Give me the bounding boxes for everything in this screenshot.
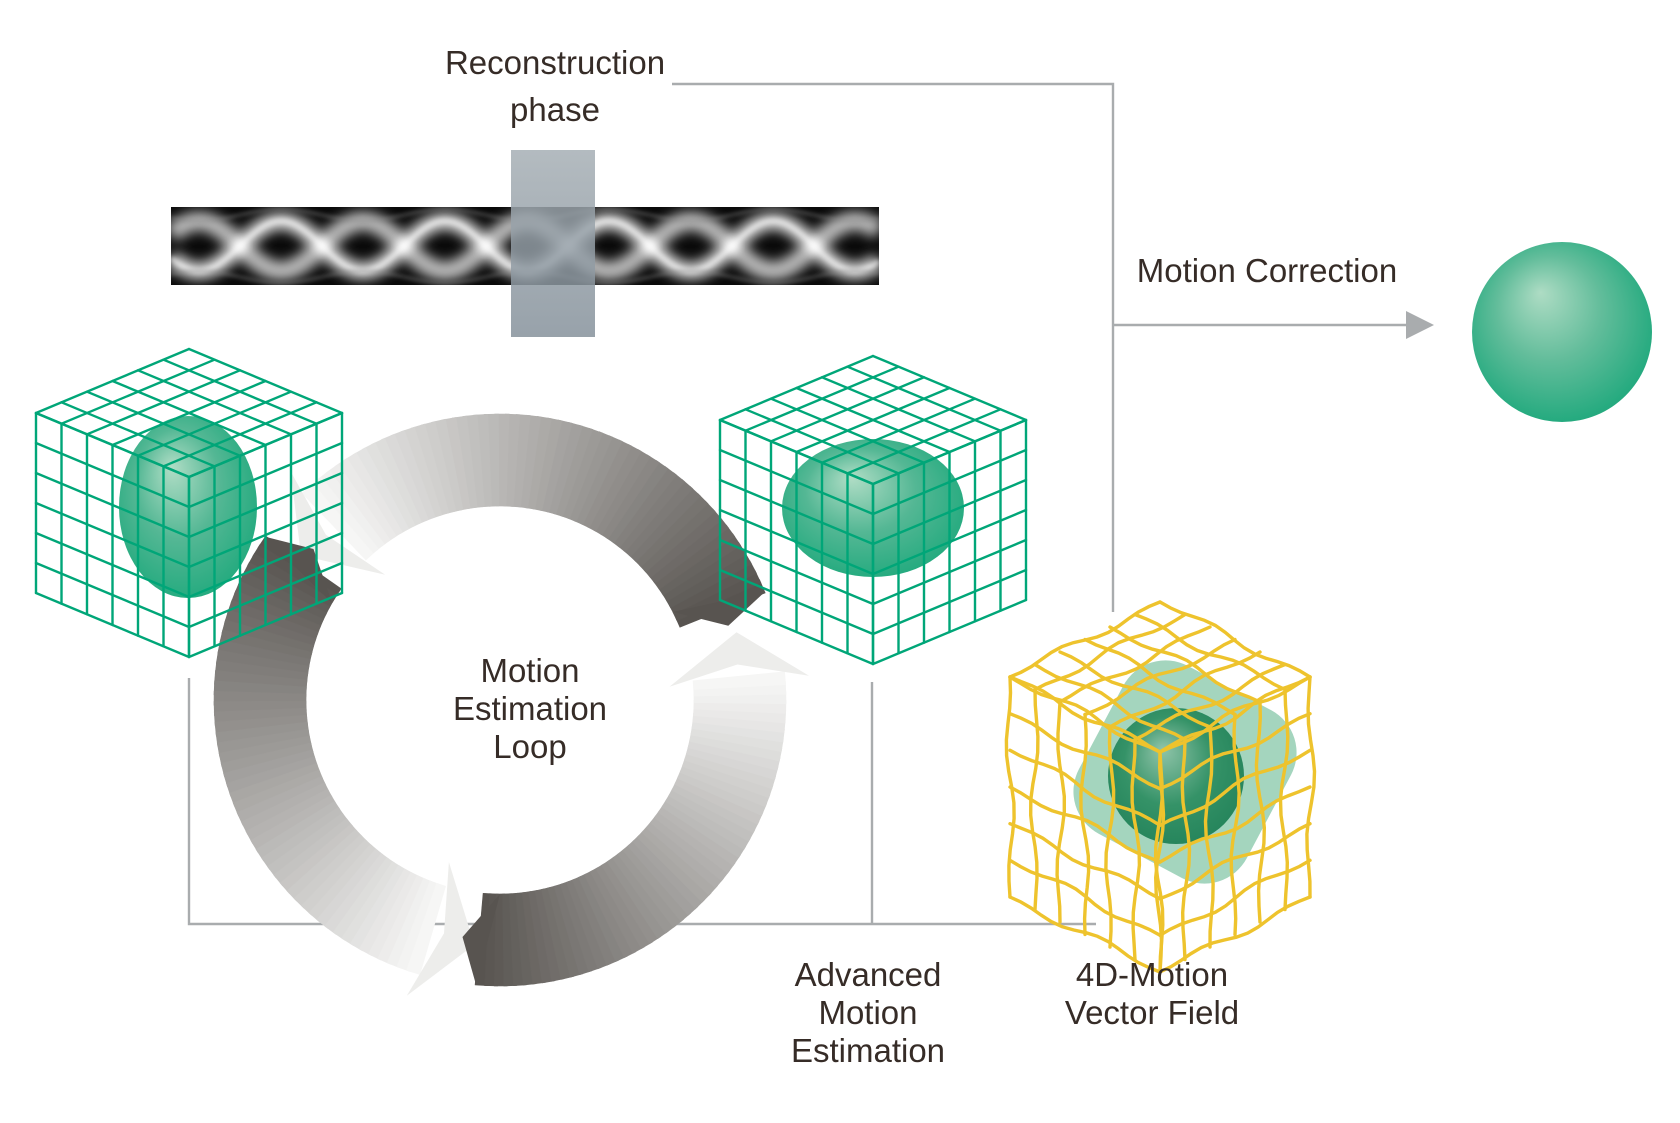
vector-field-label: 4D-Motion Vector Field (1065, 956, 1239, 1032)
motion-correction-arrow (1113, 311, 1434, 339)
reconstruction-phase-label: Reconstruction phase (445, 39, 665, 133)
advanced-line3: Estimation (790, 1032, 946, 1069)
reconstruction-phase-line1: Reconstruction (444, 44, 666, 81)
advanced-line2: Motion (818, 994, 918, 1031)
loop-label-line2: Estimation (452, 690, 608, 727)
reconstruction-phase-bar (511, 150, 595, 337)
loop-arrowhead-icon (669, 632, 809, 687)
vector-field-cube (1004, 600, 1317, 974)
vector-field-line1: 4D-Motion (1075, 956, 1229, 993)
motion-estimation-loop-label: Motion Estimation Loop (453, 652, 607, 766)
motion-corrected-sphere (1472, 242, 1652, 422)
advanced-motion-estimation-label: Advanced Motion Estimation (791, 956, 945, 1070)
connector-lines (187, 82, 1115, 926)
advanced-line1: Advanced (794, 956, 942, 993)
loop-arrowhead-icon (290, 471, 386, 575)
loop-arc-top (290, 413, 766, 628)
reconstruction-phase-line2: phase (510, 91, 600, 128)
vector-field-sphere (1108, 708, 1244, 844)
motion-correction-text: Motion Correction (1136, 252, 1398, 289)
loop-label-line1: Motion (480, 652, 580, 689)
arrow-right-icon (1406, 311, 1434, 339)
motion-correction-label: Motion Correction (1137, 252, 1397, 290)
loop-arc-bottom-right (462, 632, 809, 987)
green-cube-phase1 (34, 347, 344, 659)
green-cube-phase2 (718, 354, 1028, 666)
vector-field-line2: Vector Field (1064, 994, 1240, 1031)
loop-arc-left (213, 535, 475, 996)
loop-arrowhead-icon (406, 862, 475, 996)
loop-label-line3: Loop (493, 728, 567, 765)
